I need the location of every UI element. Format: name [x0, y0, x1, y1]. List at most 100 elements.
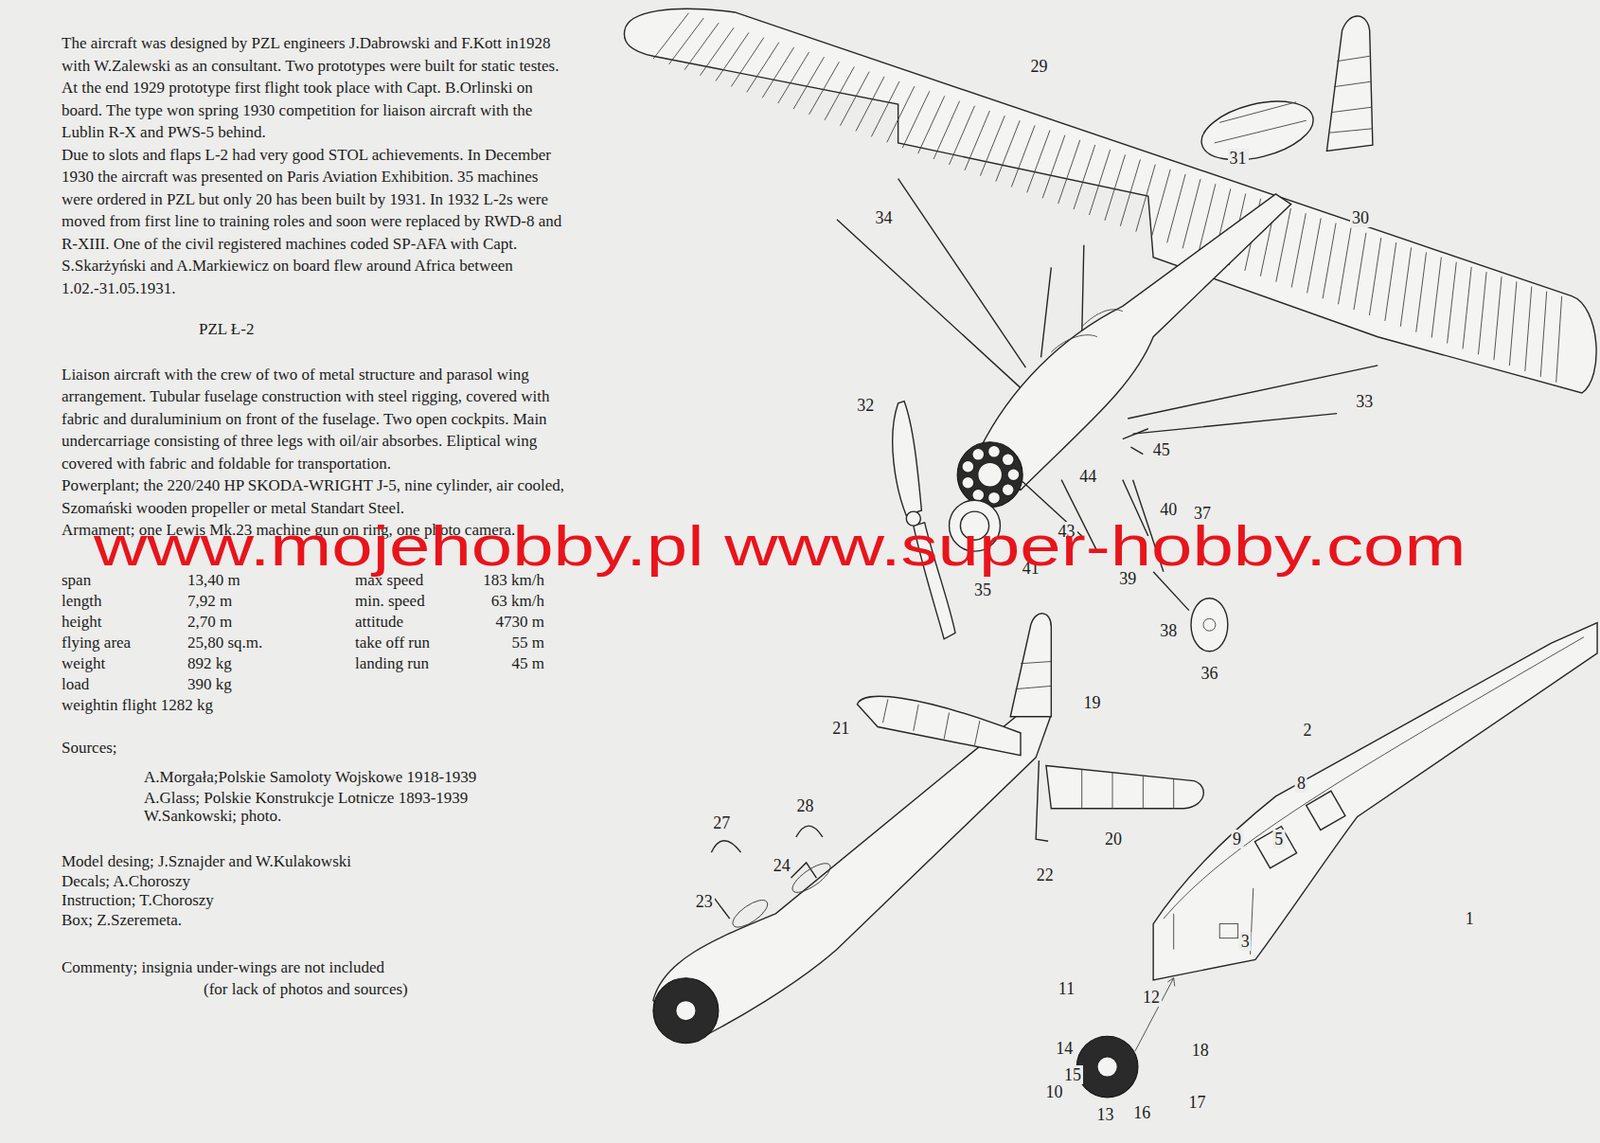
wing-rib — [1540, 291, 1547, 377]
wing-rib — [1525, 286, 1532, 372]
description-paragraph: The aircraft was designed by PZL enginee… — [61, 32, 566, 144]
wing-rib — [1136, 164, 1156, 232]
callout-number: 34 — [873, 208, 895, 228]
callout-number: 29 — [1028, 56, 1049, 76]
callout-number: 8 — [1295, 773, 1308, 793]
wing-rib — [1120, 159, 1140, 226]
wing-rib — [715, 32, 749, 81]
callout-number: 28 — [795, 796, 817, 816]
engine-hub — [977, 462, 1003, 487]
spec-cell: landing run — [355, 653, 471, 675]
wing-rib — [1058, 140, 1081, 204]
wing-rib — [887, 86, 915, 143]
spec-cell: height — [61, 611, 188, 633]
sources-heading: Sources; — [61, 736, 566, 760]
wing-rib — [1416, 251, 1427, 332]
callout-number: 32 — [854, 395, 876, 415]
wing-rib — [700, 27, 735, 75]
callout-number: 44 — [1077, 466, 1099, 486]
wing-rib — [995, 120, 1020, 181]
callout-number: 35 — [972, 580, 994, 600]
wing-rib — [1493, 276, 1502, 360]
source-entry: A.Glass; Polskie Konstrukcje Lotnicze 18… — [61, 786, 566, 810]
callout-number: 33 — [1353, 391, 1375, 411]
spec-cell: 4730 m — [470, 611, 545, 633]
callout-number: 3 — [1239, 931, 1252, 951]
comment-note: (for lack of photos and sources) — [61, 977, 566, 1001]
fuselage-side — [653, 704, 1051, 1042]
spec-cell: weight — [61, 653, 188, 675]
wing-rib — [1291, 213, 1306, 287]
engine-cylinder — [987, 444, 1000, 458]
engine-cylinder — [972, 488, 985, 501]
wing-rib — [669, 17, 705, 65]
wing-rib — [902, 90, 930, 148]
callout-number: 17 — [1186, 1092, 1208, 1112]
wing-rib — [824, 67, 854, 121]
wing-rib — [1073, 144, 1096, 210]
source-entry: W.Sankowski; photo. — [61, 804, 566, 828]
wing-rib — [1151, 169, 1171, 238]
callout-number: 23 — [693, 891, 715, 911]
source-entry: A.Morgała;Polskie Samoloty Wojskowe 1918… — [61, 765, 566, 789]
callout-number: 18 — [1190, 1040, 1211, 1060]
fuselage — [979, 194, 1292, 491]
callout-number: 45 — [1151, 440, 1173, 460]
fin-ribs — [1214, 55, 1373, 143]
wing-rib — [1353, 232, 1367, 310]
credit-line: Model desing; J.Sznajder and W.Kulakowsk… — [61, 850, 566, 873]
wing-rib — [778, 52, 810, 104]
callout-number: 13 — [1094, 1104, 1116, 1124]
wing-rib — [1400, 247, 1411, 327]
credit-line: Instruction; T.Choroszy — [61, 888, 566, 912]
callout-number: 14 — [1053, 1038, 1075, 1058]
wing-rib — [809, 61, 840, 115]
wing-rib — [979, 115, 1005, 177]
wheel — [1191, 598, 1228, 652]
fin — [1010, 613, 1051, 717]
wing-rib — [1431, 257, 1441, 338]
callout-number: 20 — [1102, 829, 1124, 849]
engine — [1076, 1035, 1138, 1098]
description-paragraph: Due to slots and flaps L-2 had very good… — [61, 143, 566, 301]
callout-number: 27 — [711, 813, 732, 833]
callout-number: 15 — [1062, 1065, 1084, 1085]
callout-number: 40 — [1157, 499, 1179, 519]
wing-rib — [684, 22, 719, 71]
assembly-arrow — [1135, 977, 1175, 1052]
callout-number: 31 — [1227, 148, 1249, 168]
spec-cell: 55 m — [470, 632, 545, 654]
cockpit — [728, 894, 772, 932]
wing-rib — [730, 37, 764, 88]
engine-cylinder — [1001, 483, 1014, 497]
callout-number: 38 — [1157, 621, 1179, 640]
wing-rib — [1509, 281, 1517, 366]
callout-number: 11 — [1056, 978, 1077, 998]
instrument-panel — [1219, 924, 1238, 939]
spec-cell: weightin flight 1282 kg — [61, 694, 356, 716]
seat — [1254, 826, 1297, 869]
wing-rib — [1104, 154, 1126, 221]
callout-number: 30 — [1350, 208, 1371, 228]
wing-rib — [1307, 217, 1322, 293]
callout-number: 12 — [1140, 987, 1162, 1007]
wing-rib — [1088, 149, 1110, 215]
wing-rib — [1322, 223, 1336, 300]
wing-rib — [1556, 296, 1563, 383]
wing-rib — [1042, 135, 1066, 199]
spec-cell: min. speed — [355, 590, 471, 612]
engine-cylinder — [961, 460, 975, 473]
cockpit — [788, 857, 836, 897]
wing-rib — [871, 81, 900, 137]
description-paragraph: Liaison aircraft with the crew of two of… — [61, 363, 566, 476]
spec-cell: 45 m — [470, 653, 545, 675]
wing-rib — [855, 76, 885, 132]
wing-rib — [793, 56, 824, 109]
spec-cell: 892 kg — [187, 653, 356, 675]
callout-number: 21 — [830, 718, 852, 738]
tailplane — [1195, 90, 1320, 171]
credits: Sources; A.Morgała;Polskie Samoloty Wojsk… — [61, 736, 566, 1001]
wing-rib — [762, 47, 794, 98]
wing-rib — [746, 42, 780, 93]
callout-number: 22 — [1034, 865, 1056, 885]
